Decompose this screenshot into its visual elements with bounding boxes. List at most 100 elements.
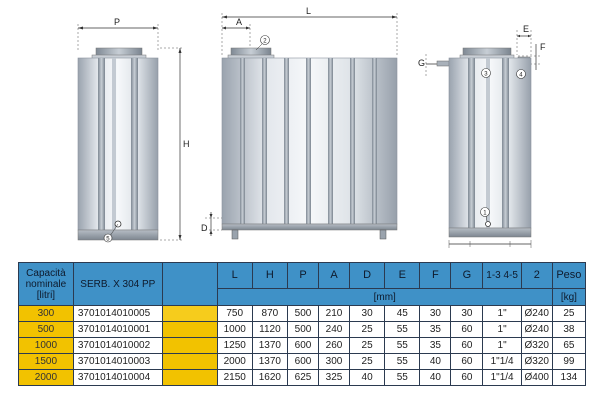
c2-cell: Ø240 bbox=[520, 305, 553, 322]
spec-table: Capacità nominale [litri] SERB. X 304 PP… bbox=[18, 262, 587, 386]
code-cell: 3701014010005 bbox=[72, 305, 163, 322]
dim-e-label: E bbox=[523, 24, 529, 34]
c13-cell: 1" bbox=[482, 337, 522, 354]
table-row: 500 3701014010001 1000 1120 500 240 25 5… bbox=[18, 321, 587, 338]
capacity-cell: 2000 bbox=[18, 369, 74, 386]
capacity-cell: 300 bbox=[18, 305, 74, 322]
col-l-header: L bbox=[216, 262, 253, 289]
marker-4: 4 bbox=[519, 72, 523, 78]
peso-cell: 65 bbox=[551, 337, 587, 354]
f-cell: 40 bbox=[419, 369, 452, 386]
g-cell: 60 bbox=[450, 353, 484, 370]
dim-a-label: A bbox=[236, 17, 242, 27]
g-cell: 60 bbox=[450, 321, 484, 338]
marker-5: 5 bbox=[106, 236, 110, 242]
p-cell: 625 bbox=[286, 369, 320, 386]
table-row: 1000 3701014010002 1250 1370 600 260 25 … bbox=[18, 337, 587, 354]
dim-g-label: G bbox=[418, 58, 425, 68]
c13-cell: 1" bbox=[482, 305, 522, 322]
marker-3: 3 bbox=[484, 71, 488, 77]
peso-cell: 25 bbox=[551, 305, 587, 322]
a-cell: 325 bbox=[317, 369, 351, 386]
h-cell: 1370 bbox=[251, 337, 288, 354]
l-cell: 2000 bbox=[216, 353, 253, 370]
d-cell: 40 bbox=[349, 369, 386, 386]
g-cell: 60 bbox=[450, 337, 484, 354]
l-cell: 2150 bbox=[216, 369, 253, 386]
a-cell: 260 bbox=[317, 337, 351, 354]
col-e-header: E bbox=[384, 262, 421, 289]
a-cell: 300 bbox=[317, 353, 351, 370]
col-g-header: G bbox=[450, 262, 484, 289]
col-capacity-header: Capacità nominale [litri] bbox=[18, 262, 74, 306]
color-swatch bbox=[161, 305, 218, 322]
p-cell: 500 bbox=[286, 305, 320, 322]
h-cell: 1120 bbox=[251, 321, 288, 338]
col-p-header: P bbox=[286, 262, 320, 289]
peso-cell: 38 bbox=[551, 321, 587, 338]
color-swatch bbox=[161, 337, 218, 354]
capacity-cell: 500 bbox=[18, 321, 74, 338]
col-swatch-header bbox=[161, 262, 218, 306]
dim-f-label: F bbox=[540, 42, 546, 52]
p-cell: 600 bbox=[286, 353, 320, 370]
e-cell: 55 bbox=[384, 337, 421, 354]
front-view: P 5 H bbox=[77, 17, 190, 242]
l-cell: 1000 bbox=[216, 321, 253, 338]
d-cell: 30 bbox=[349, 305, 386, 322]
c2-cell: Ø240 bbox=[520, 321, 553, 338]
f-cell: 35 bbox=[419, 337, 452, 354]
p-cell: 600 bbox=[286, 337, 320, 354]
e-cell: 55 bbox=[384, 353, 421, 370]
dim-l-label: L bbox=[306, 6, 311, 16]
f-cell: 35 bbox=[419, 321, 452, 338]
side-view: L A 2 D bbox=[201, 6, 398, 240]
marker-2: 2 bbox=[263, 38, 267, 44]
e-cell: 45 bbox=[384, 305, 421, 322]
table-row: 300 3701014010005 750 870 500 210 30 45 … bbox=[18, 305, 587, 322]
e-cell: 55 bbox=[384, 321, 421, 338]
d-cell: 25 bbox=[349, 321, 386, 338]
table-row: 2000 3701014010004 2150 1620 625 325 40 … bbox=[18, 369, 587, 386]
table-row: 1500 3701014010003 2000 1370 600 300 25 … bbox=[18, 353, 587, 370]
col-13-45-header: 1-3 4-5 bbox=[482, 262, 522, 289]
marker-1: 1 bbox=[483, 210, 487, 216]
col-serb-header: SERB. X 304 PP bbox=[72, 262, 163, 306]
color-swatch bbox=[161, 353, 218, 370]
c13-cell: 1"1/4 bbox=[482, 353, 522, 370]
code-cell: 3701014010001 bbox=[72, 321, 163, 338]
tank-drawings: P 5 H L A 2 bbox=[77, 6, 546, 248]
l-cell: 1250 bbox=[216, 337, 253, 354]
p-cell: 500 bbox=[286, 321, 320, 338]
f-cell: 40 bbox=[419, 353, 452, 370]
l-cell: 750 bbox=[216, 305, 253, 322]
g-cell: 30 bbox=[450, 305, 484, 322]
col-a-header: A bbox=[317, 262, 351, 289]
c13-cell: 1"1/4 bbox=[482, 369, 522, 386]
dim-p-label: P bbox=[114, 17, 120, 27]
col-h-header: H bbox=[251, 262, 288, 289]
peso-cell: 134 bbox=[551, 369, 587, 386]
dim-h-label: H bbox=[183, 139, 190, 149]
code-cell: 3701014010003 bbox=[72, 353, 163, 370]
col-2-header: 2 bbox=[520, 262, 553, 289]
d-cell: 25 bbox=[349, 337, 386, 354]
g-cell: 60 bbox=[450, 369, 484, 386]
end-view: E F G 3 4 1 bbox=[418, 24, 546, 248]
col-d-header: D bbox=[349, 262, 386, 289]
code-cell: 3701014010004 bbox=[72, 369, 163, 386]
h-cell: 1370 bbox=[251, 353, 288, 370]
c13-cell: 1" bbox=[482, 321, 522, 338]
e-cell: 55 bbox=[384, 369, 421, 386]
capacity-cell: 1000 bbox=[18, 337, 74, 354]
h-cell: 870 bbox=[251, 305, 288, 322]
c2-cell: Ø320 bbox=[520, 353, 553, 370]
dim-d-label: D bbox=[201, 223, 208, 233]
f-cell: 30 bbox=[419, 305, 452, 322]
peso-cell: 99 bbox=[551, 353, 587, 370]
color-swatch bbox=[161, 321, 218, 338]
a-cell: 210 bbox=[317, 305, 351, 322]
unit-mm-label: [mm] bbox=[216, 288, 553, 306]
c2-cell: Ø400 bbox=[520, 369, 553, 386]
code-cell: 3701014010002 bbox=[72, 337, 163, 354]
